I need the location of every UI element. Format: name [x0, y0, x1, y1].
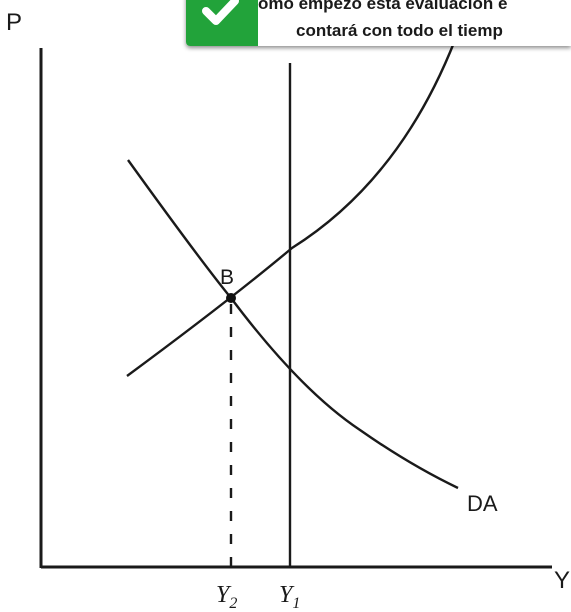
y-axis-label: P — [6, 9, 22, 36]
notification-banner[interactable]: omo empezó esta evaluación e contará con… — [186, 0, 571, 46]
notification-line-1: omo empezó esta evaluación e — [258, 0, 508, 13]
y2-subscript: 2 — [229, 595, 237, 612]
x-axis-label: Y — [554, 567, 570, 594]
equilibrium-point — [226, 293, 236, 303]
checkmark-icon — [202, 0, 239, 25]
equilibrium-label: B — [220, 266, 234, 289]
aggregate-demand-label: DA — [467, 491, 498, 516]
y1-main: Y — [279, 582, 295, 608]
supply-curve — [126, 39, 457, 377]
notification-line-2: contará con todo el tiemp — [296, 21, 503, 40]
y2-tick-label: Y2 — [216, 582, 237, 612]
y2-main: Y — [216, 582, 232, 608]
y1-subscript: 1 — [292, 595, 300, 612]
aggregate-demand-curve — [127, 159, 459, 490]
y1-tick-label: Y1 — [279, 582, 300, 612]
notification-icon-box — [186, 0, 258, 46]
notification-text: omo empezó esta evaluación e contará con… — [258, 0, 571, 46]
